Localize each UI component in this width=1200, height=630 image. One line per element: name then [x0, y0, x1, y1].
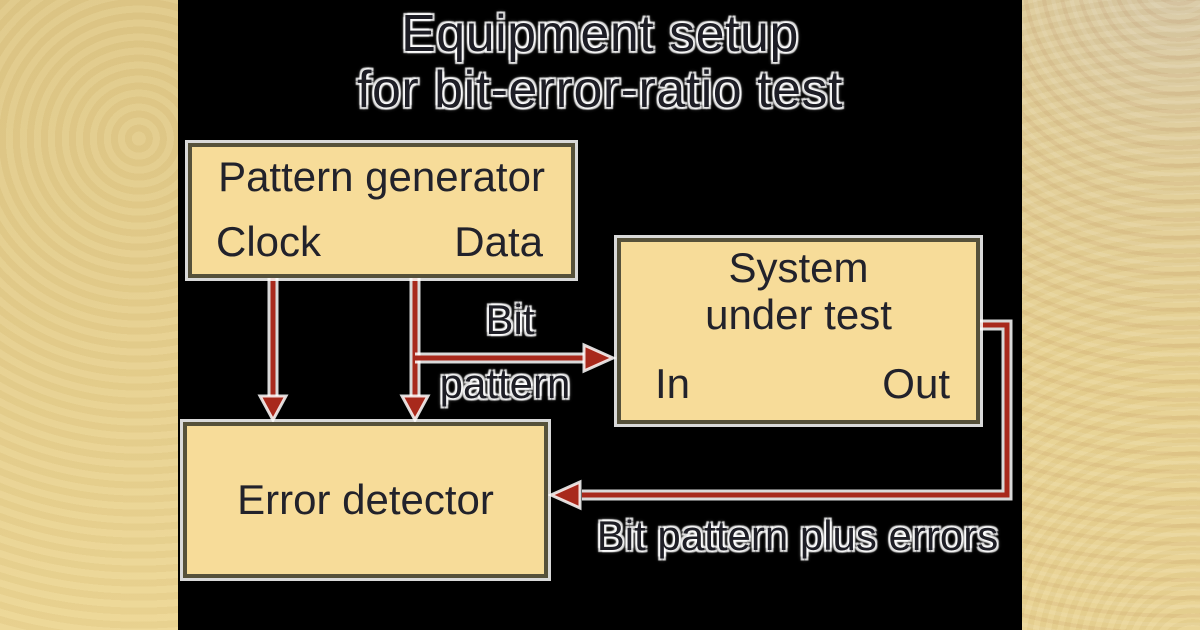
system-under-test-label-line1: System — [728, 244, 869, 291]
bit-pattern-label-line2: pattern — [439, 360, 571, 407]
left-gold-panel — [0, 0, 178, 630]
right-gold-panel — [1022, 0, 1200, 630]
error-detector-box: Error detector — [183, 422, 548, 578]
system-under-test-box: System under test In Out — [617, 238, 980, 424]
data-port-label: Data — [454, 218, 543, 265]
error-detector-label: Error detector — [237, 476, 494, 523]
title-line-2: for bit-error-ratio test — [357, 61, 843, 119]
bit-pattern-label-line1: Bit — [485, 296, 535, 343]
out-port-label: Out — [882, 360, 950, 407]
pattern-generator-box: Pattern generator Clock Data — [188, 143, 575, 278]
in-port-label: In — [655, 360, 691, 407]
diagram-title: Equipment setup for bit-error-ratio test — [178, 6, 1022, 118]
return-path-label: Bit pattern plus errors — [596, 512, 999, 559]
system-under-test-label-line2: under test — [705, 291, 892, 338]
system-under-test-label: System under test — [621, 244, 976, 338]
clock-port-label: Clock — [216, 218, 322, 265]
pattern-generator-label: Pattern generator — [218, 153, 545, 200]
title-line-1: Equipment setup — [401, 5, 799, 63]
